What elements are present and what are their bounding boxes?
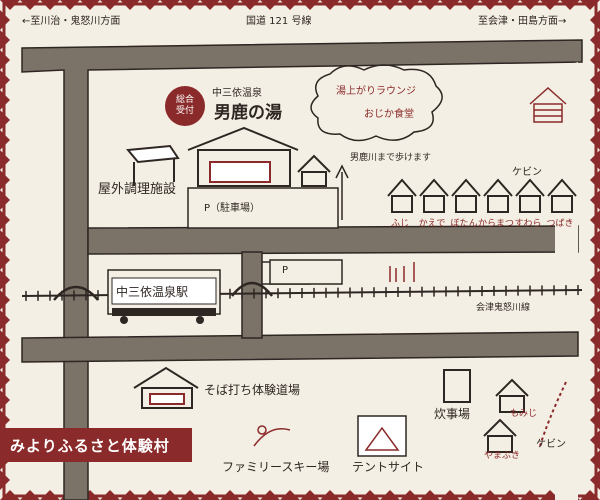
direction-left: ←至川治・鬼怒川方面 (22, 16, 121, 27)
shokudo-label: おじか食堂 (364, 109, 414, 120)
cabin-body (487, 195, 509, 213)
inner-road-vertical-right (555, 62, 578, 500)
cabin-name-fuji: ふじ (390, 219, 409, 229)
outdoor-cooking-pavilion (126, 144, 180, 186)
cabin-name-kaede: かえで (418, 219, 446, 229)
cabin-body (423, 195, 445, 213)
cabin-label-top: ケビン (512, 167, 542, 178)
cabin-label-bottom: ケビン (536, 439, 566, 450)
village-title: みよりふるさと体験村 (0, 428, 192, 462)
cabin-body (551, 195, 573, 213)
cabin-roof (515, 178, 545, 197)
soba-label: そば打ち体験道場 (204, 383, 301, 397)
station-road (241, 251, 263, 339)
bottom-cabins (483, 378, 529, 453)
direction-right: 至会津・田島方面→ (478, 16, 567, 27)
onsen-small-label: 中三依温泉 (212, 88, 262, 99)
route-label: 国道 121 号線 (246, 16, 312, 27)
cabin-name-botan: ぼたん (450, 219, 478, 229)
cabin-roof (451, 178, 481, 197)
railway-track (21, 285, 583, 301)
reception-badge: 総合 受付 (165, 86, 205, 126)
suiji-label: 炊事場 (434, 407, 471, 421)
cabin-body (391, 195, 413, 213)
top-cabins (387, 178, 577, 213)
soba-dojo (133, 366, 199, 409)
railway-label: 会津鬼怒川線 (476, 303, 531, 313)
walkers-icon (389, 262, 415, 282)
station-building (107, 269, 221, 324)
south-road (21, 331, 579, 363)
reception-line2: 受付 (175, 106, 194, 116)
cabin-roof (387, 178, 417, 197)
onsen-building (187, 126, 299, 187)
cabin-name-suwara: すわら (514, 219, 542, 229)
small-house (297, 154, 331, 187)
cabin-roof (547, 178, 577, 197)
station-label: 中三依温泉駅 (116, 285, 189, 299)
suiji-building (443, 369, 471, 403)
tent-site (357, 415, 407, 457)
onsen-name-label: 男鹿の湯 (214, 103, 282, 123)
lounge-cloud (310, 64, 443, 142)
cabin-roof (483, 178, 513, 197)
parking-main-label: P（駐車場） (204, 203, 261, 214)
parking-lot-station (269, 259, 343, 285)
parking-lot-main (187, 187, 339, 229)
cabin-roof (419, 178, 449, 197)
cabin-name-tsubaki: つばき (546, 219, 574, 229)
log-cabin-icon (529, 86, 567, 123)
reception-line1: 総合 (175, 94, 194, 105)
lounge-label: 湯上がりラウンジ (336, 86, 416, 97)
parking-station-label: P (282, 265, 289, 276)
walk-note-label: 男鹿川まで歩けます (350, 153, 432, 163)
cabin-name-yamabuki: やまぶき (484, 451, 521, 461)
cabin-body (455, 195, 477, 213)
cabin-body (519, 195, 541, 213)
cabin-name-momiji: もみじ (510, 409, 538, 419)
outdoor-cooking-label: 屋外調理施設 (98, 182, 177, 197)
cabin-name-karamatsu: からまつ (477, 219, 514, 229)
rail-bridges (53, 281, 273, 301)
inner-road-horizontal (87, 225, 579, 255)
family-ski-icon (253, 425, 291, 447)
tent-site-label: テントサイト (352, 460, 425, 474)
family-ski-label: ファミリースキー場 (222, 460, 330, 474)
